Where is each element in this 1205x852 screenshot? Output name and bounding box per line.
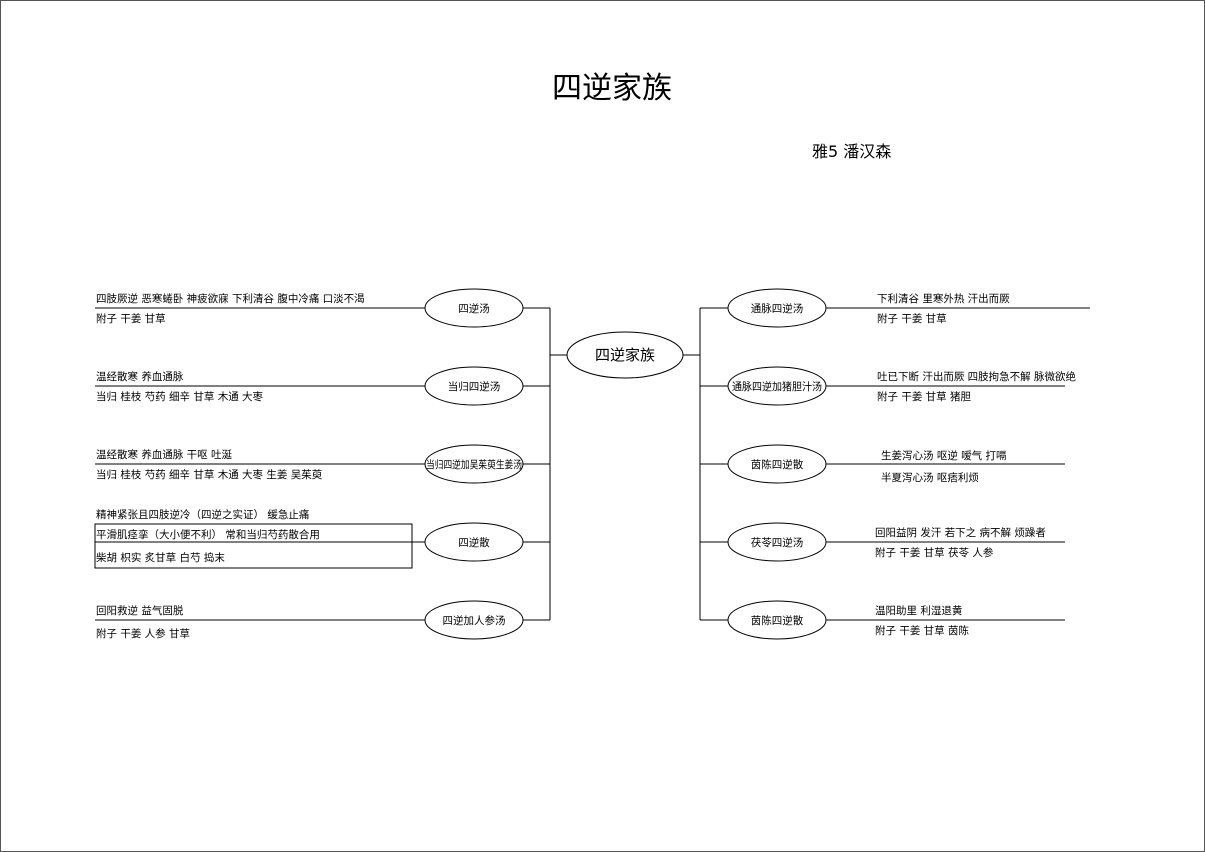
left-formula-name: 当归四逆汤 [448, 380, 501, 393]
right-formula-node[interactable]: 通脉四逆加猪胆汁汤 [727, 366, 827, 406]
right-branch: 生姜泻心汤 呕逆 嗳气 打嗝 半夏泻心汤 呕痞利烦 茵陈四逆散 [700, 444, 1065, 484]
left-formula-ellipse [424, 366, 524, 406]
left-formula-ellipse [424, 522, 524, 562]
right-formula-ellipse [727, 366, 827, 406]
right-indication: 下利清谷 里寒外热 汗出而厥 [877, 292, 1010, 305]
left-branch: 精神紧张且四肢逆冷（四逆之实证） 缓急止痛 平滑肌痉挛（大小便不利） 常和当归芍… [94, 508, 550, 569]
right-formula-node[interactable]: 茯苓四逆汤 [727, 522, 827, 562]
left-indication: 回阳救逆 益气固脱 [96, 604, 184, 617]
center-label: 四逆家族 [595, 346, 655, 364]
left-branch: 回阳救逆 益气固脱 附子 干姜 人参 甘草 四逆加人参汤 [95, 600, 550, 640]
right-branch: 吐已下断 汗出而厥 四肢拘急不解 脉微欲绝 附子 干姜 甘草 猪胆 通脉四逆加猪… [700, 366, 1077, 406]
left-formula-name: 四逆汤 [458, 302, 490, 315]
left-box [94, 523, 413, 569]
left-formula-name: 当归四逆加吴茱萸生姜汤 [426, 458, 522, 471]
left-ingredients: 当归 桂枝 芍药 细辛 甘草 木通 大枣 生姜 吴茱萸 [96, 468, 323, 481]
left-branch: 温经散寒 养血通脉 当归 桂枝 芍药 细辛 甘草 木通 大枣 当归四逆汤 [95, 366, 550, 406]
left-formula-ellipse [424, 444, 524, 484]
right-formula-ellipse [727, 444, 827, 484]
left-formula-name: 四逆散 [458, 536, 490, 549]
right-formula-name: 茯苓四逆汤 [751, 536, 804, 549]
right-ingredients: 半夏泻心汤 呕痞利烦 [881, 471, 979, 484]
right-ingredients: 附子 干姜 甘草 茯苓 人参 [875, 546, 994, 559]
left-formula-ellipse [424, 288, 524, 328]
left-indication: 精神紧张且四肢逆冷（四逆之实证） 缓急止痛 [96, 508, 309, 521]
right-indication: 温阳助里 利湿退黄 [875, 604, 962, 617]
right-formula-name: 茵陈四逆散 [751, 458, 804, 471]
right-branch: 回阳益阴 发汗 若下之 病不解 烦躁者 附子 干姜 甘草 茯苓 人参 茯苓四逆汤 [700, 522, 1065, 562]
center-ellipse [566, 331, 684, 379]
left-formula-node[interactable]: 四逆汤 [424, 288, 524, 328]
right-formula-ellipse [727, 522, 827, 562]
left-branch: 温经散寒 养血通脉 干呕 吐涎 当归 桂枝 芍药 细辛 甘草 木通 大枣 生姜 … [95, 444, 550, 484]
left-formula-ellipse [424, 600, 524, 640]
left-indication: 温经散寒 养血通脉 干呕 吐涎 [96, 448, 233, 461]
right-formula-name: 茵陈四逆散 [751, 614, 804, 627]
right-formula-node[interactable]: 茵陈四逆散 [727, 600, 827, 640]
right-ingredients: 附子 干姜 甘草 猪胆 [877, 390, 972, 403]
right-formula-name: 通脉四逆汤 [751, 302, 804, 315]
right-ingredients: 附子 干姜 甘草 [877, 312, 947, 325]
left-branch: 四肢厥逆 恶寒蜷卧 神疲欲寐 下利清谷 腹中冷痛 口淡不渴 附子 干姜 甘草 四… [95, 288, 550, 328]
center-node[interactable]: 四逆家族 [566, 331, 684, 379]
left-formula-node[interactable]: 四逆加人参汤 [424, 600, 524, 640]
right-formula-ellipse [727, 600, 827, 640]
left-ingredients: 附子 干姜 人参 甘草 [96, 627, 190, 640]
right-formula-name: 通脉四逆加猪胆汁汤 [732, 380, 822, 393]
right-branch: 下利清谷 里寒外热 汗出而厥 附子 干姜 甘草 通脉四逆汤 [700, 288, 1090, 328]
left-ingredients: 附子 干姜 甘草 [96, 312, 166, 325]
right-ingredients: 附子 干姜 甘草 茵陈 [875, 624, 970, 637]
left-formula-node[interactable]: 当归四逆汤 [424, 366, 524, 406]
left-formula-name: 四逆加人参汤 [443, 614, 506, 627]
left-ingredients: 柴胡 枳实 炙甘草 白芍 捣末 [96, 551, 225, 564]
left-indication: 四肢厥逆 恶寒蜷卧 神疲欲寐 下利清谷 腹中冷痛 口淡不渴 [96, 292, 365, 305]
right-indication: 回阳益阴 发汗 若下之 病不解 烦躁者 [875, 526, 1046, 539]
right-indication: 吐已下断 汗出而厥 四肢拘急不解 脉微欲绝 [877, 370, 1077, 383]
right-formula-node[interactable]: 通脉四逆汤 [727, 288, 827, 328]
diagram-title: 四逆家族 [552, 71, 672, 106]
right-branch: 温阳助里 利湿退黄 附子 干姜 甘草 茵陈 茵陈四逆散 [700, 600, 1065, 640]
left-indication: 温经散寒 养血通脉 [96, 370, 184, 383]
right-formula-node[interactable]: 茵陈四逆散 [727, 444, 827, 484]
author-label: 雅5 潘汉森 [812, 142, 891, 161]
right-indication: 生姜泻心汤 呕逆 嗳气 打嗝 [881, 449, 1007, 462]
left-ingredients: 当归 桂枝 芍药 细辛 甘草 木通 大枣 [96, 390, 264, 403]
left-formula-node[interactable]: 四逆散 [424, 522, 524, 562]
left-formula-node[interactable]: 当归四逆加吴茱萸生姜汤 [424, 444, 524, 484]
right-formula-ellipse [727, 288, 827, 328]
left-indication-2: 平滑肌痉挛（大小便不利） 常和当归芍药散合用 [96, 528, 320, 541]
